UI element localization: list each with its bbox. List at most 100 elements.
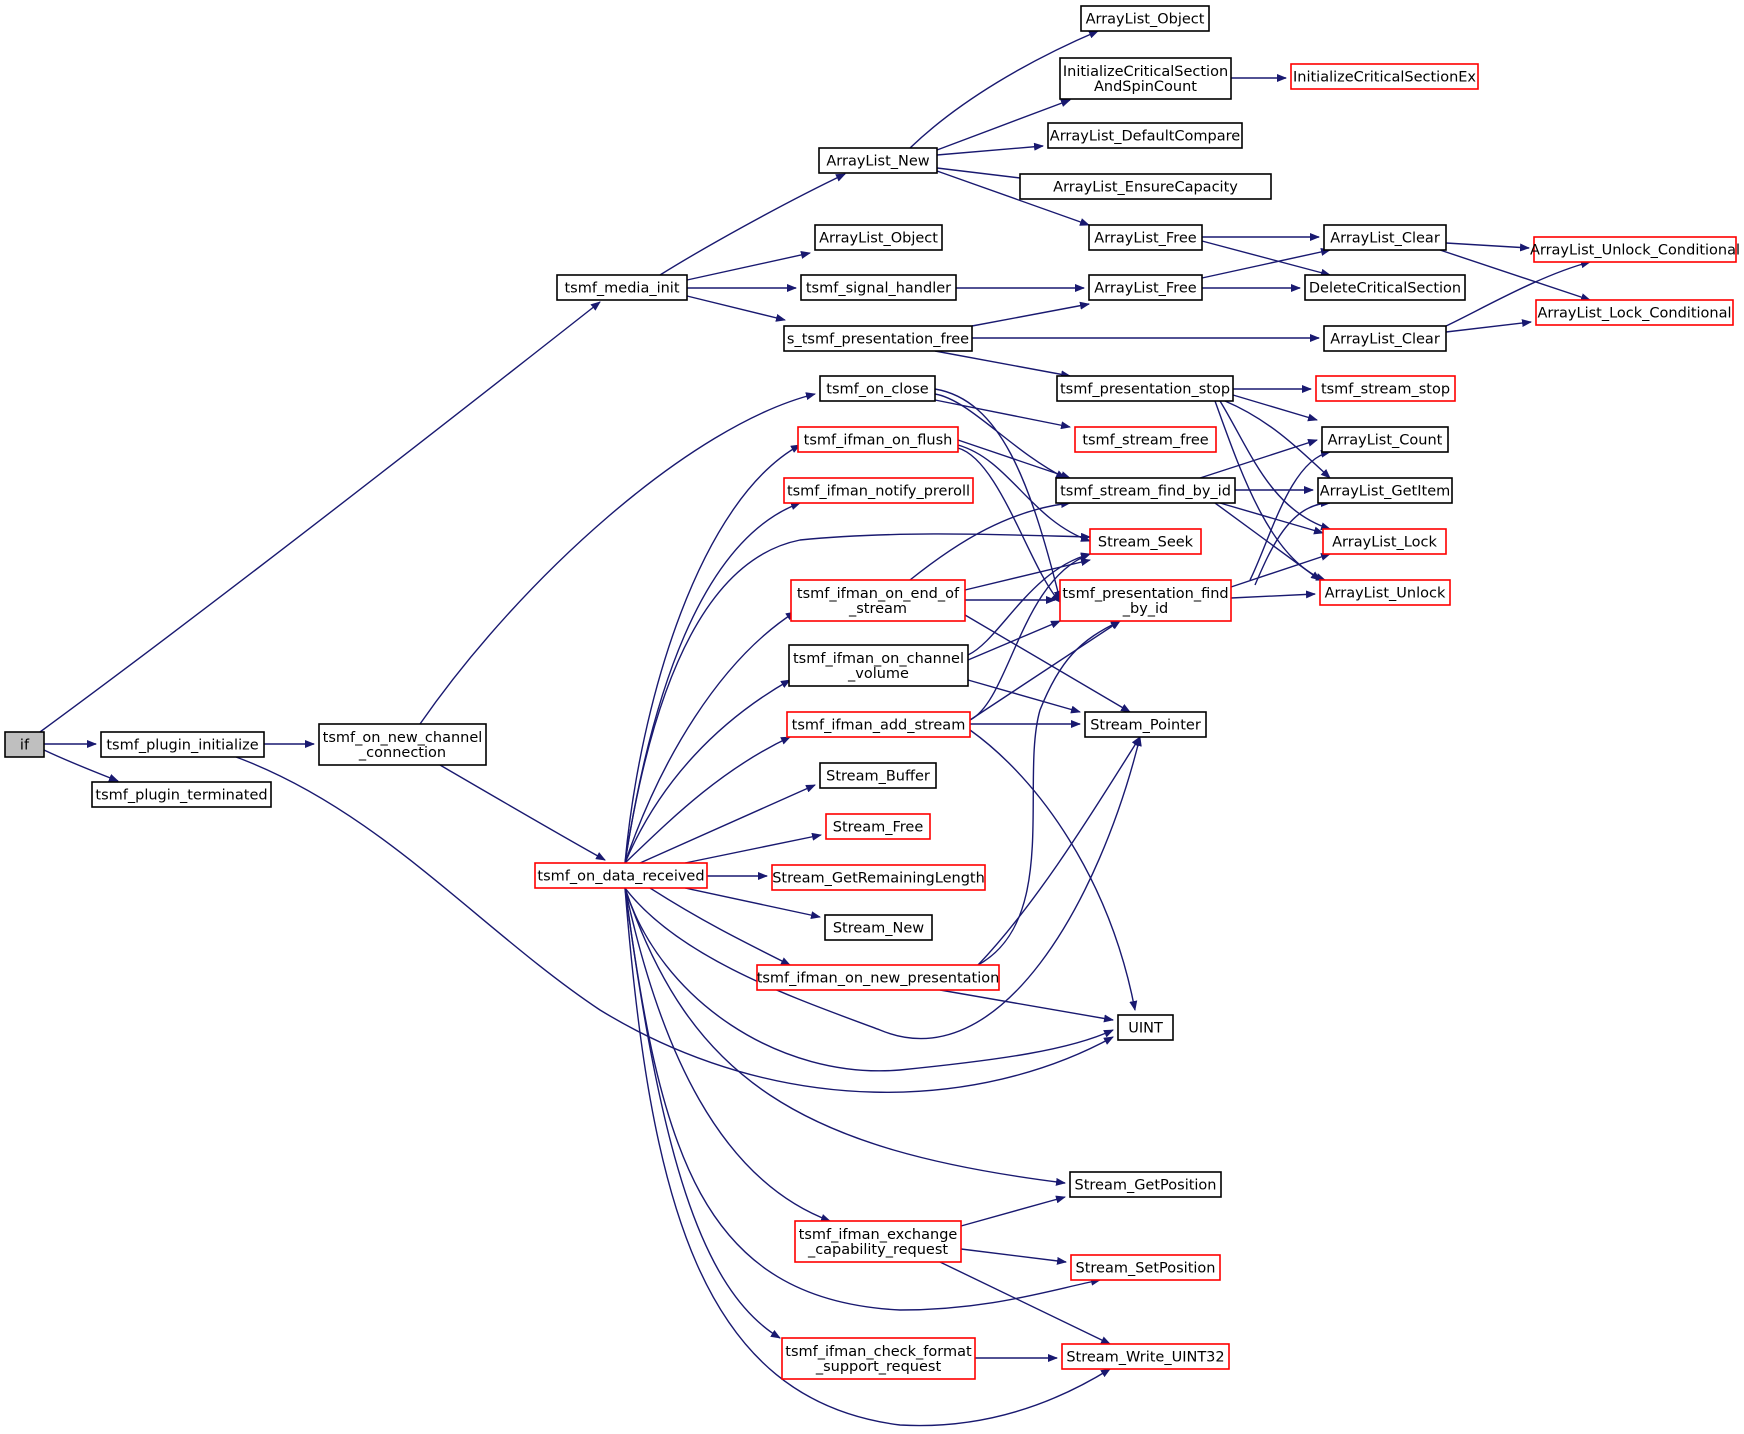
node-al_clear2[interactable]: ArrayList_Clear	[1323, 325, 1447, 352]
edge-on_data-to-exchange_cap	[624, 887, 831, 1222]
edge-exchange_cap-to-write_uint32	[939, 1261, 1111, 1345]
edge-pres_find-to-al_lock	[1230, 553, 1331, 588]
node-stream_free[interactable]: Stream_Free	[825, 813, 931, 840]
node-al_free2[interactable]: ArrayList_Free	[1088, 274, 1203, 301]
edge-pres_stop-to-al_getitem	[1224, 400, 1331, 479]
node-pres_stop[interactable]: tsmf_presentation_stop	[1056, 375, 1234, 402]
node-box	[1059, 579, 1232, 622]
node-notify_preroll[interactable]: tsmf_ifman_notify_preroll	[783, 477, 974, 504]
node-find_by_id[interactable]: tsmf_stream_find_by_id	[1055, 477, 1236, 504]
node-plugin_init[interactable]: tsmf_plugin_initialize	[100, 731, 265, 758]
node-box	[1059, 57, 1232, 100]
node-box	[1069, 1171, 1222, 1198]
node-box	[819, 375, 936, 402]
node-on_new_chan[interactable]: tsmf_on_new_channel_connection	[318, 723, 487, 766]
node-label: AndSpinCount	[1094, 79, 1197, 95]
edge-on_data-to-on_flush	[624, 444, 801, 864]
node-al_clear1[interactable]: ArrayList_Clear	[1323, 224, 1447, 251]
node-box	[819, 762, 937, 789]
node-label: tsmf_ifman_on_flush	[804, 433, 953, 449]
node-box	[1533, 236, 1737, 263]
node-write_uint32[interactable]: Stream_Write_UINT32	[1061, 1343, 1230, 1370]
node-add_stream[interactable]: tsmf_ifman_add_stream	[786, 711, 971, 738]
node-set_position[interactable]: Stream_SetPosition	[1070, 1254, 1221, 1281]
node-stream_new[interactable]: Stream_New	[824, 914, 933, 941]
node-box	[794, 1220, 962, 1263]
edge-on_data-to-end_of_stream	[624, 611, 796, 864]
edge-on_new_chan-to-on_data	[439, 764, 606, 861]
edge-if-to-media_init	[39, 301, 601, 733]
edge-pres_find-to-al_count	[1249, 449, 1331, 581]
edge-if-to-plugin_term	[43, 749, 119, 782]
node-al_lock[interactable]: ArrayList_Lock	[1322, 528, 1447, 555]
node-label: _capability_request	[807, 1242, 948, 1258]
node-on_close[interactable]: tsmf_on_close	[819, 375, 936, 402]
edge-al_clear1-to-lock_cond	[1439, 249, 1591, 301]
node-delete_cs[interactable]: DeleteCriticalSection	[1304, 274, 1466, 301]
edge-add_stream-to-pres_find	[969, 620, 1121, 721]
edge-plugin_init-to-uint	[235, 756, 1114, 1093]
node-on_flush[interactable]: tsmf_ifman_on_flush	[797, 426, 959, 453]
node-label: tsmf_on_close	[826, 382, 928, 398]
edge-new_presentation-to-pres_find	[977, 620, 1121, 966]
node-label: Stream_Free	[833, 820, 924, 836]
node-get_remaining[interactable]: Stream_GetRemainingLength	[771, 864, 986, 891]
edge-on_data-to-stream_buffer	[639, 784, 816, 864]
node-ensure_capacity[interactable]: ArrayList_EnsureCapacity	[1019, 173, 1272, 200]
node-media_init[interactable]: tsmf_media_init	[556, 274, 688, 301]
node-new_presentation[interactable]: tsmf_ifman_on_new_presentation	[756, 964, 1000, 991]
node-label: tsmf_ifman_notify_preroll	[787, 484, 970, 500]
node-uint[interactable]: UINT	[1117, 1014, 1174, 1041]
node-exchange_cap[interactable]: tsmf_ifman_exchange_capability_request	[794, 1220, 962, 1263]
edge-on_data-to-stream_free	[684, 832, 822, 864]
node-box	[556, 274, 688, 301]
node-label: _by_id	[1122, 601, 1169, 617]
node-al_new[interactable]: ArrayList_New	[818, 147, 938, 174]
node-box	[788, 644, 969, 687]
node-stream_seek[interactable]: Stream_Seek	[1089, 528, 1202, 555]
node-al_unlock[interactable]: ArrayList_Unlock	[1319, 579, 1451, 606]
node-chan_volume[interactable]: tsmf_ifman_on_channel_volume	[788, 644, 969, 687]
node-pres_find[interactable]: tsmf_presentation_find_by_id	[1059, 579, 1232, 622]
node-al_object_top[interactable]: ArrayList_Object	[1080, 5, 1210, 32]
node-pres_free[interactable]: s_tsmf_presentation_free	[783, 325, 973, 352]
node-label: Stream_GetRemainingLength	[772, 871, 985, 887]
node-box	[1080, 5, 1210, 32]
node-label: tsmf_media_init	[564, 281, 679, 297]
node-stream_free2[interactable]: tsmf_stream_free	[1074, 426, 1217, 453]
edge-find_by_id-to-al_lock	[1219, 502, 1324, 535]
edge-find_by_id-to-al_unlock	[1214, 502, 1321, 581]
node-label: _stream	[848, 601, 907, 617]
node-box	[781, 1337, 976, 1380]
edge-on_data-to-stream_seek	[624, 532, 1091, 864]
node-label: tsmf_stream_stop	[1321, 382, 1450, 398]
node-default_compare[interactable]: ArrayList_DefaultCompare	[1047, 122, 1243, 149]
node-label: tsmf_ifman_on_channel	[793, 651, 964, 667]
node-if[interactable]: if	[4, 731, 45, 758]
node-end_of_stream[interactable]: tsmf_ifman_on_end_of_stream	[790, 579, 966, 622]
node-al_free1[interactable]: ArrayList_Free	[1088, 224, 1203, 251]
node-stream_buffer[interactable]: Stream_Buffer	[819, 762, 937, 789]
node-al_count[interactable]: ArrayList_Count	[1321, 426, 1449, 453]
node-on_data[interactable]: tsmf_on_data_received	[534, 862, 708, 889]
node-init_cs_ex[interactable]: InitializeCriticalSectionEx	[1290, 63, 1479, 90]
node-label: _support_request	[815, 1359, 942, 1375]
node-al_getitem[interactable]: ArrayList_GetItem	[1317, 477, 1453, 504]
node-unlock_cond[interactable]: ArrayList_Unlock_Conditional	[1530, 236, 1740, 263]
edge-on_close-to-stream_free2	[934, 399, 1071, 430]
edge-al_new-to-init_cs	[936, 99, 1071, 151]
node-get_position[interactable]: Stream_GetPosition	[1069, 1171, 1222, 1198]
node-label: tsmf_presentation_stop	[1060, 382, 1230, 398]
node-check_format[interactable]: tsmf_ifman_check_format_support_request	[781, 1337, 976, 1380]
node-stream_stop[interactable]: tsmf_stream_stop	[1315, 375, 1456, 402]
node-stream_pointer[interactable]: Stream_Pointer	[1084, 711, 1207, 738]
node-al_object_mid[interactable]: ArrayList_Object	[814, 224, 943, 251]
node-lock_cond[interactable]: ArrayList_Lock_Conditional	[1535, 299, 1734, 326]
node-label: ArrayList_Clear	[1330, 332, 1440, 348]
node-box	[1535, 299, 1734, 326]
node-plugin_term[interactable]: tsmf_plugin_terminated	[91, 781, 272, 808]
node-signal_handler[interactable]: tsmf_signal_handler	[800, 274, 957, 301]
node-label: ArrayList_Count	[1328, 433, 1443, 449]
node-label: Stream_GetPosition	[1074, 1178, 1216, 1194]
